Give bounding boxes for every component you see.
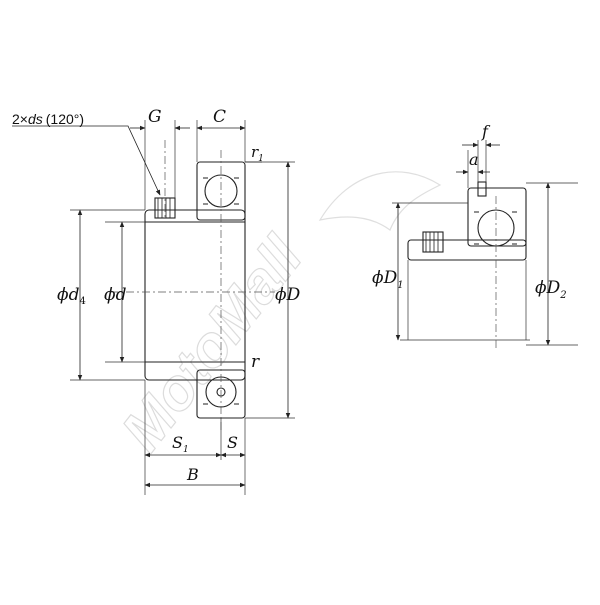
label-phi-d: ϕd — [104, 285, 127, 305]
detail-inner-ring — [407, 239, 527, 261]
main-labels: 2×ds(120°) G C r1 ϕd4 ϕd ϕD r S1 S B — [12, 107, 301, 484]
watermark: MotoMall — [108, 171, 442, 464]
detail-section — [407, 181, 527, 261]
label-a: a — [469, 150, 479, 169]
label-C: C — [213, 107, 226, 127]
detail-dimension-lines — [395, 142, 551, 346]
top-ball — [204, 174, 238, 208]
label-phi-D1: ϕD1 — [372, 268, 404, 291]
watermark-text: MotoMall — [109, 223, 316, 463]
label-S1: S1 — [172, 433, 189, 455]
label-G: G — [148, 107, 162, 127]
set-screw — [154, 197, 176, 219]
detail-outer-ring — [467, 187, 527, 247]
detail-set-screw — [422, 231, 444, 253]
label-phi-D2: ϕD2 — [535, 278, 567, 301]
label-B: B — [186, 465, 199, 484]
detail-labels: f a ϕD1 ϕD2 — [372, 122, 567, 301]
label-r1: r1 — [251, 143, 264, 164]
label-S: S — [227, 433, 238, 452]
label-r: r — [251, 352, 260, 372]
ds-note: 2×ds(120°) — [12, 111, 84, 127]
watermark-swoosh — [318, 171, 442, 231]
dimension-lines — [12, 125, 291, 488]
label-phi-d4: ϕd4 — [57, 285, 86, 307]
inner-ring-body — [144, 209, 246, 381]
label-phi-D: ϕD — [275, 285, 301, 305]
detail-extension-lines — [392, 140, 578, 346]
label-f: f — [481, 122, 491, 141]
center-lines — [110, 140, 275, 430]
